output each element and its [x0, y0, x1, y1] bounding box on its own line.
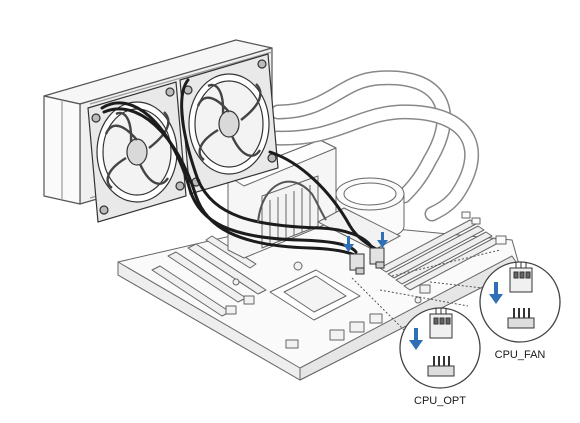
ram-slots [379, 219, 501, 291]
cpu-opt-callout: CPU_OPT [399, 307, 481, 407]
cpu-opt-arrow-icon [409, 328, 423, 350]
cpu-fan-arrow-icon [489, 282, 503, 304]
pcie-slots [151, 235, 267, 317]
motherboard [117, 139, 521, 381]
cpu-socket [269, 269, 361, 321]
cpu-fan-callout-circle [479, 261, 561, 343]
cpu-opt-header [427, 356, 455, 377]
cpu-opt-plug [429, 308, 453, 339]
cpu-fan-plug [509, 262, 533, 293]
board-fan-headers [349, 247, 385, 275]
cpu-fan-label: CPU_FAN [495, 349, 546, 361]
vrm-heatsink [261, 175, 319, 249]
rgb-cable [257, 180, 327, 223]
cpu-opt-label: CPU_OPT [414, 395, 466, 407]
cpu-fan-header [507, 308, 535, 329]
board-components [225, 261, 431, 349]
cpu-fan-callout: CPU_FAN [479, 261, 561, 361]
fan-cables [100, 78, 380, 260]
cpu-opt-callout-circle [399, 307, 481, 389]
coolant-tubes [270, 70, 480, 222]
board-header-arrows [343, 232, 388, 252]
